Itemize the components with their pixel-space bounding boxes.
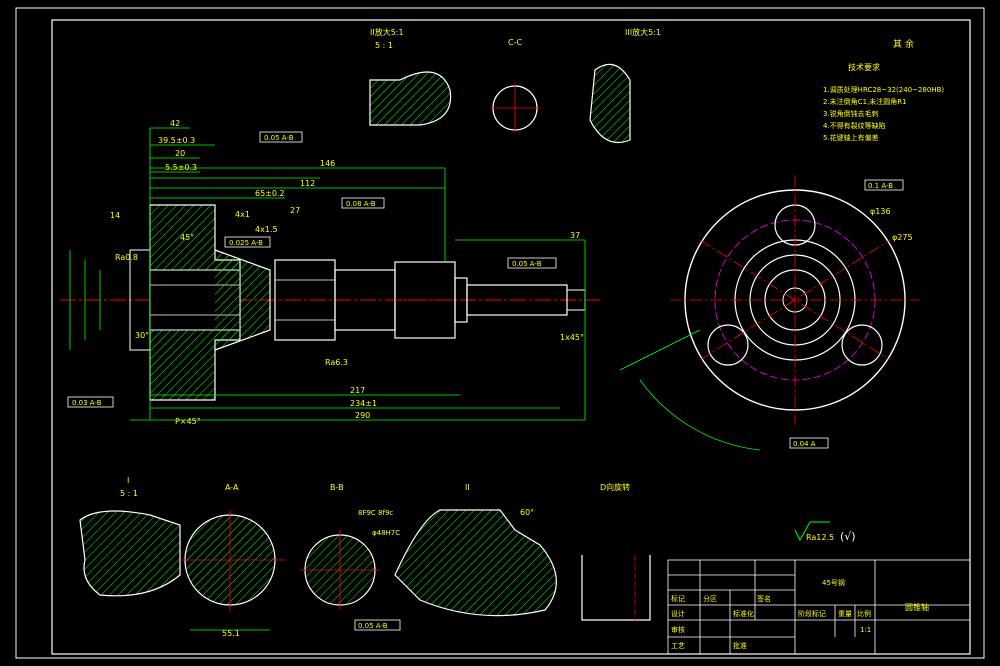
title-check: 审核 <box>671 625 685 634</box>
section-a-view: A-A 55.1 <box>180 483 285 638</box>
main-shaft-view: 42 39.5±0.3 20 5.5±0.3 65±0.2 112 146 27… <box>60 119 600 426</box>
title-weight: 重量 <box>838 610 852 618</box>
title-material: 45号钢 <box>822 578 845 587</box>
tol-frame-5: 0.03 A-B <box>72 399 102 407</box>
dim-phi48: φ48H7C <box>372 529 400 537</box>
dim-112: 112 <box>300 179 315 188</box>
title-ratio-value: 1:1 <box>860 626 871 634</box>
detail-top-left-scale: 5 : 1 <box>375 41 393 50</box>
detail-top-right-title: III放大5:1 <box>625 27 661 37</box>
surface-finish-paren: (√) <box>840 530 856 543</box>
detail-i-title: I <box>127 476 129 485</box>
ra-0-8: Ra0.8 <box>115 253 138 262</box>
section-a-title: A-A <box>225 483 239 492</box>
note-5: 5.花键轴上有偏差 <box>823 133 879 142</box>
other-label: 其 余 <box>893 38 914 50</box>
dim-8f9c: 8F9C 8f9c <box>358 509 393 517</box>
flange-front-view: φ136 φ275 0.1 A-B 0.04 A <box>619 175 920 451</box>
dim-65: 65±0.2 <box>255 189 285 198</box>
view-d: D向旋转 <box>581 482 651 621</box>
title-part-name: 圆锥轴 <box>905 602 929 612</box>
note-3: 3.锐角倒钝去毛刺 <box>823 109 879 118</box>
dim-27: 27 <box>290 206 300 215</box>
technical-notes: 其 余 技术要求 1.调质处理HRC28~32(240~280HB) 2.未注倒… <box>823 38 944 142</box>
detail-ii-title: II <box>465 483 470 492</box>
dim-4x1-5: 4x1.5 <box>255 225 278 234</box>
angle-60: 60° <box>520 508 534 517</box>
section-b-title: B-B <box>330 483 344 492</box>
detail-i-scale: 5 : 1 <box>120 489 138 498</box>
title-ratio: 比例 <box>857 609 871 618</box>
dim-42: 42 <box>170 119 180 128</box>
title-design: 设计 <box>671 609 685 618</box>
angle-45: 45° <box>180 233 194 242</box>
dim-14: 14 <box>110 211 120 220</box>
ra-6-3: Ra6.3 <box>325 358 348 367</box>
note-2: 2.未注倒角C1,未注圆角R1 <box>823 97 907 106</box>
tol-frame-3: 0.08 A-B <box>346 200 376 208</box>
surface-finish-label: Ra12.5 <box>806 533 834 542</box>
dim-234: 234±1 <box>350 399 377 408</box>
dim-phi136: φ136 <box>870 207 891 216</box>
dim-px45: P×45° <box>175 417 201 426</box>
detail-top-right: III放大5:1 <box>589 27 661 144</box>
dim-290: 290 <box>355 411 370 420</box>
inner-frame <box>51 19 971 655</box>
title-stage: 阶段标记 <box>798 609 826 618</box>
dim-5-5: 5.5±0.3 <box>165 163 197 172</box>
section-b-view: B-B 8F9C 8f9c φ48H7C 0.05 A-B <box>300 483 401 631</box>
tol-frame-1: 0.05 A-B <box>264 134 294 142</box>
view-d-title: D向旋转 <box>600 482 630 492</box>
dim-217: 217 <box>350 386 365 395</box>
title-process: 工艺 <box>671 642 685 650</box>
detail-ii-view: II 60° <box>394 483 557 617</box>
title-mark: 标记 <box>671 594 685 603</box>
dim-4x1: 4x1 <box>235 210 250 219</box>
tol-frame-7: 0.04 A <box>793 440 816 448</box>
dim-20: 20 <box>175 149 185 158</box>
title-approve: 批准 <box>733 641 747 650</box>
dim-55-1: 55.1 <box>222 629 240 638</box>
note-4: 4.不得有裂纹等缺陷 <box>823 121 886 130</box>
title-block <box>667 559 971 655</box>
surface-finish-note: Ra12.5 (√) <box>794 521 856 543</box>
tol-frame-2: 0.025 A-B <box>229 239 263 247</box>
dim-146: 146 <box>320 159 335 168</box>
title-sign: 签名 <box>757 594 771 603</box>
detail-i-view: I 5 : 1 <box>79 476 181 597</box>
angle-30: 30° <box>135 331 149 340</box>
section-c-view: C-C <box>490 38 540 133</box>
dim-37: 37 <box>570 231 580 240</box>
tol-frame-8: 0.05 A-B <box>358 622 388 630</box>
tol-frame-6: 0.1 A-B <box>868 182 893 190</box>
detail-top-left: II放大5:1 5 : 1 <box>369 27 452 126</box>
title-std: 标准化 <box>733 609 754 618</box>
section-c-title: C-C <box>508 38 522 47</box>
outer-frame <box>15 7 985 659</box>
dim-1x45: 1x45° <box>560 333 584 342</box>
dim-phi275: φ275 <box>892 233 913 242</box>
tol-frame-4: 0.05 A-B <box>512 260 542 268</box>
dim-39-5: 39.5±0.3 <box>158 136 195 145</box>
detail-top-left-title: II放大5:1 <box>370 27 404 37</box>
note-1: 1.调质处理HRC28~32(240~280HB) <box>823 85 944 94</box>
notes-heading: 技术要求 <box>848 62 880 72</box>
title-zone: 分区 <box>703 594 717 603</box>
